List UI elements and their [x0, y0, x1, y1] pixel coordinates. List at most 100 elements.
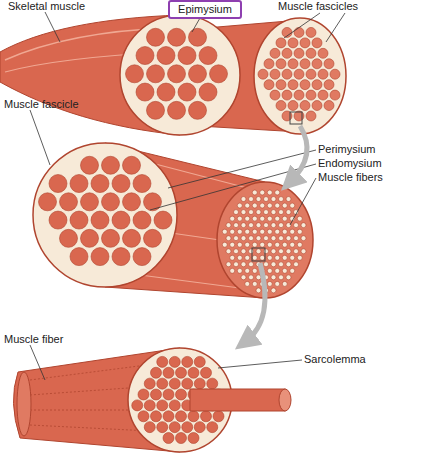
cross-section-cell — [169, 400, 180, 411]
fiber-end — [17, 372, 31, 436]
cross-section-cell — [136, 47, 154, 65]
cross-section-cell — [189, 101, 207, 119]
cross-section-cell — [282, 242, 287, 247]
cross-section-cell — [267, 281, 272, 286]
cross-section-cell — [249, 223, 254, 228]
cross-section-cell — [169, 378, 180, 389]
cross-section-cell — [301, 223, 306, 228]
cross-section-cell — [230, 216, 235, 221]
cross-section-cell — [297, 242, 302, 247]
cross-section-cell — [70, 248, 88, 266]
myofibril-end — [279, 389, 291, 411]
cross-section-cell — [306, 69, 316, 79]
cross-section-cell — [312, 80, 322, 90]
cross-section-cell — [330, 90, 340, 100]
cross-section-cell — [330, 69, 340, 79]
cross-section-cell — [163, 433, 174, 444]
cross-section-cell — [267, 203, 272, 208]
cross-section-cell — [260, 216, 265, 221]
cross-section-cell — [300, 101, 310, 111]
cross-section-cell — [264, 262, 269, 267]
part-label: Skeletal muscle — [8, 0, 85, 13]
cross-section-cell — [241, 275, 246, 280]
cross-section-cell — [81, 229, 99, 247]
cross-section-cell — [301, 249, 306, 254]
cross-section-cell — [282, 281, 287, 286]
cross-section-cell — [245, 229, 250, 234]
cross-section-cell — [256, 275, 261, 280]
cross-section-cell — [264, 59, 274, 69]
cross-section-cell — [102, 193, 120, 211]
cross-section-cell — [306, 90, 316, 100]
cross-section-cell — [144, 400, 155, 411]
cross-section-cell — [245, 216, 250, 221]
cross-section-cell — [312, 59, 322, 69]
cross-section-cell — [264, 236, 269, 241]
cross-section-cell — [288, 101, 298, 111]
cross-section-cell — [234, 262, 239, 267]
cross-section-cell — [286, 262, 291, 267]
cross-section-cell — [252, 255, 257, 260]
cross-section-cell — [260, 229, 265, 234]
part-label: Sarcolemma — [304, 353, 366, 366]
cross-section-cell — [138, 411, 149, 422]
cross-section-cell — [282, 69, 292, 79]
cross-section-cell — [267, 216, 272, 221]
part-label: Endomysium — [318, 157, 382, 170]
cross-section-cell — [312, 38, 322, 48]
cross-section-cell — [91, 175, 109, 193]
cross-section-cell — [230, 229, 235, 234]
cross-section-cell — [282, 255, 287, 260]
cross-section-cell — [147, 101, 165, 119]
cross-section-cell — [194, 378, 205, 389]
skeletal-muscle-body — [0, 15, 180, 135]
highlight-box: Epimysium — [168, 0, 242, 19]
cross-section-cell — [256, 210, 261, 215]
cross-section-cell — [123, 156, 141, 174]
cross-section-cell — [324, 101, 334, 111]
cross-section-cell — [157, 422, 168, 433]
cross-section-cell — [245, 203, 250, 208]
cross-section-cell — [264, 249, 269, 254]
cross-section-cell — [241, 210, 246, 215]
cross-section-cell — [275, 268, 280, 273]
cross-section-cell — [282, 216, 287, 221]
cross-section-cell — [157, 83, 175, 101]
cross-section-cell — [282, 229, 287, 234]
cross-section-cell — [267, 229, 272, 234]
cross-section-cell — [260, 255, 265, 260]
cross-section-cell — [237, 229, 242, 234]
cross-section-cell — [286, 236, 291, 241]
cross-section-cell — [49, 211, 67, 229]
cross-section-cell — [282, 268, 287, 273]
cross-section-cell — [290, 242, 295, 247]
cross-section-cell — [241, 249, 246, 254]
cross-section-cell — [256, 197, 261, 202]
cross-section-cell — [234, 236, 239, 241]
cross-section-cell — [176, 367, 187, 378]
cross-section-cell — [157, 356, 168, 367]
cross-section-cell — [294, 249, 299, 254]
cross-section-cell — [249, 262, 254, 267]
cross-section-cell — [297, 216, 302, 221]
fascicle-cross-sections — [126, 28, 228, 119]
cross-section-cell — [297, 255, 302, 260]
cross-section-cell — [286, 249, 291, 254]
cross-section-cell — [136, 83, 154, 101]
cross-section-cell — [279, 249, 284, 254]
cross-section-cell — [260, 190, 265, 195]
cross-section-cell — [276, 38, 286, 48]
part-label: Muscle fiber — [4, 333, 63, 346]
cross-section-cell — [91, 248, 109, 266]
cross-section-cell — [294, 223, 299, 228]
cross-section-cell — [275, 255, 280, 260]
cross-section-cell — [282, 90, 292, 100]
cross-section-cell — [91, 211, 109, 229]
cross-section-cell — [252, 216, 257, 221]
cross-section-cell — [294, 262, 299, 267]
cross-section-cell — [237, 203, 242, 208]
cross-section-cell — [275, 216, 280, 221]
cross-section-cell — [241, 262, 246, 267]
cross-section-cell — [297, 229, 302, 234]
cross-section-cell — [194, 356, 205, 367]
